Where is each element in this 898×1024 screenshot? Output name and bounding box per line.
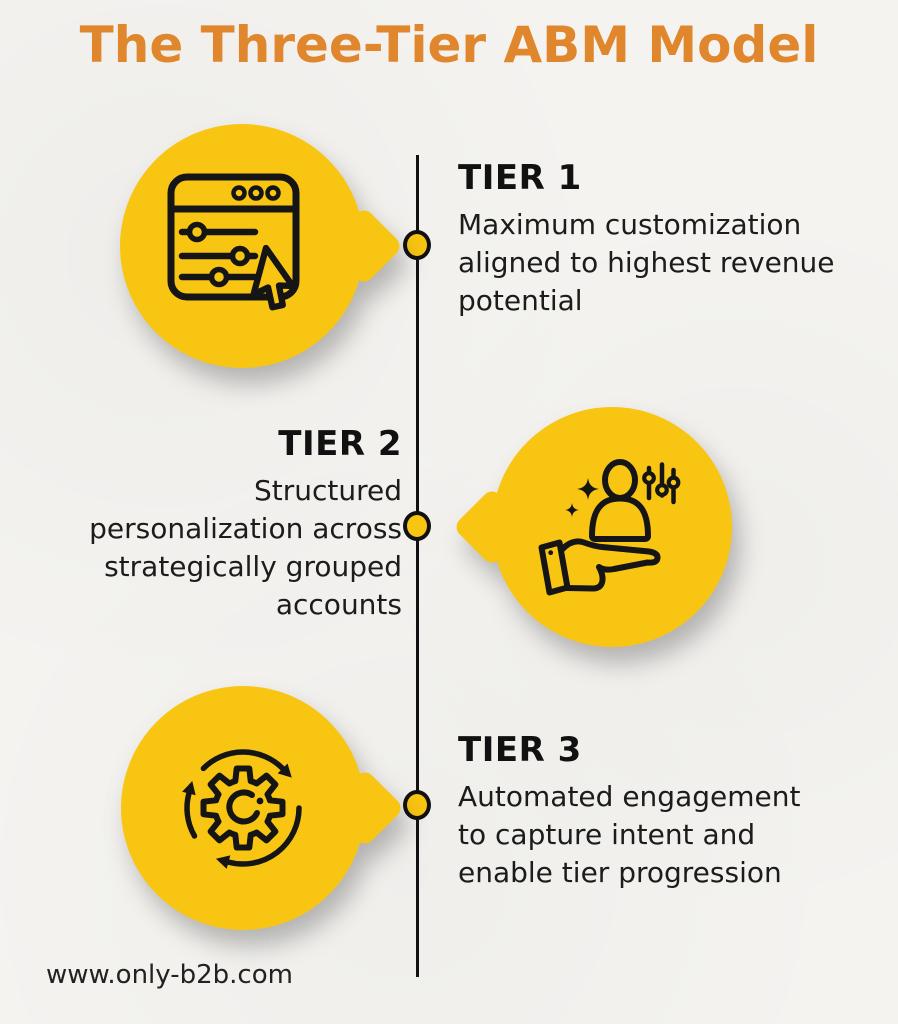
tier-2-heading: TIER 2: [278, 424, 402, 464]
timeline-line: [416, 155, 419, 977]
tier-2-bubble: [448, 405, 736, 651]
tier-2-text: TIER 2 Structured personalization across…: [30, 424, 402, 624]
browser-settings-cursor-icon: [167, 173, 300, 311]
tier-3-description-line: enable tier progression: [458, 856, 782, 889]
sparkle-icon: [577, 478, 599, 500]
cycle-arrow: [225, 805, 302, 867]
tier-2-description-line: personalization across: [89, 512, 402, 545]
tier-2-description-line: Structured: [253, 474, 402, 507]
tier-1-description-line: Maximum customization: [458, 208, 802, 241]
tier-1-bubble: [118, 122, 410, 374]
tier-1-text: TIER 1 Maximum customization aligned to …: [458, 158, 888, 320]
cycle-arrow: [200, 749, 286, 772]
tier-2-bubble-circle: [492, 407, 732, 647]
tier-1-description-line: aligned to highest revenue: [458, 246, 835, 279]
tier-3-heading: TIER 3: [458, 730, 582, 770]
tier-2-description-line: strategically grouped: [104, 550, 402, 583]
page-title: The Three-Tier ABM Model: [79, 16, 819, 74]
sparkle-icon: [565, 503, 579, 517]
hand-holding-person-icon: [538, 459, 681, 596]
cursor-arrow-icon: [250, 244, 296, 311]
tier-2-description-line: accounts: [275, 588, 402, 621]
tier-1-heading: TIER 1: [458, 158, 582, 198]
tier-3-bubble: [119, 684, 411, 936]
cycle-arrow: [184, 790, 198, 839]
tier-3-description-line: Automated engagement: [458, 780, 801, 813]
website-url: www.only-b2b.com: [46, 960, 293, 990]
tier-1-bubble-circle: [120, 124, 364, 368]
gear-cycle-arrows-icon: [182, 749, 302, 869]
timeline-dot-3: [403, 790, 431, 820]
timeline-dot-1: [403, 230, 431, 260]
tier-3-text: TIER 3 Automated engagement to capture i…: [458, 730, 888, 892]
gear-icon: [200, 765, 286, 851]
tier-3-description-line: to capture intent and: [458, 818, 756, 851]
timeline-dot-2: [403, 511, 431, 541]
tier-3-bubble-circle: [121, 686, 365, 930]
tier-1-description-line: potential: [458, 284, 583, 317]
